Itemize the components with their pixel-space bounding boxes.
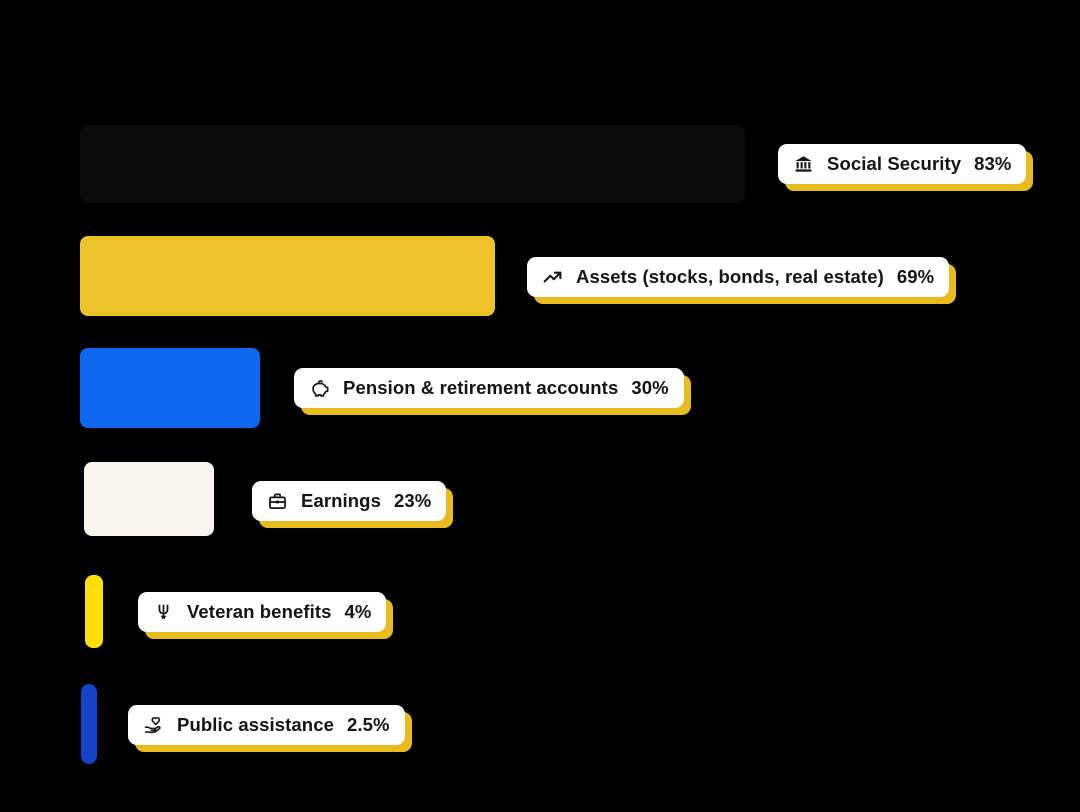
hand-heart-icon	[143, 715, 164, 736]
bar-social-security	[80, 125, 745, 203]
bar-veteran-benefits	[85, 575, 103, 648]
value-label: 4%	[344, 601, 372, 622]
label-pill-pension-retirement-accounts: Pension & retirement accounts 30%	[294, 368, 684, 408]
label-pill-assets-stocks-bonds-real-estate: Assets (stocks, bonds, real estate) 69%	[527, 257, 950, 297]
value-label: 2.5%	[346, 714, 390, 735]
bar-pension-retirement-accounts	[80, 348, 260, 428]
bar-assets-stocks-bonds-real-estate	[80, 236, 495, 316]
label-pill-social-security: Social Security 83%	[778, 144, 1027, 184]
value-label: 30%	[631, 377, 669, 398]
value-label: 83%	[974, 153, 1012, 174]
bar-earnings	[84, 462, 214, 536]
category-label: Assets (stocks, bonds, real estate)	[576, 266, 884, 287]
label-pill-veteran-benefits: Veteran benefits 4%	[138, 592, 387, 632]
medal-icon	[153, 602, 174, 623]
category-label: Veteran benefits	[187, 601, 332, 622]
category-label: Public assistance	[177, 714, 334, 735]
category-label: Social Security	[827, 153, 962, 174]
piggy-bank-icon	[309, 378, 330, 399]
value-label: 23%	[393, 490, 432, 511]
category-label: Pension & retirement accounts	[343, 377, 619, 398]
label-pill-public-assistance: Public assistance 2.5%	[128, 705, 405, 745]
briefcase-icon	[267, 491, 288, 512]
label-pill-earnings: Earnings 23%	[252, 481, 447, 521]
bank-icon	[793, 154, 814, 175]
bar-public-assistance	[81, 684, 97, 764]
trending-up-icon	[542, 267, 563, 288]
value-label: 69%	[896, 266, 935, 287]
category-label: Earnings	[301, 490, 381, 511]
